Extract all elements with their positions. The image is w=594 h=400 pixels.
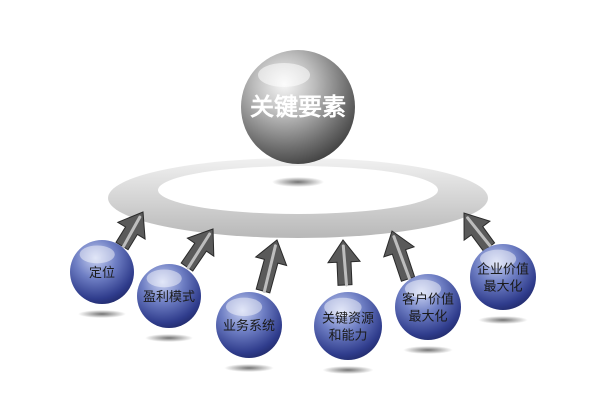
- node-shadow: [145, 334, 193, 342]
- node-circle: [314, 292, 382, 360]
- arrow-up-icon: [383, 230, 416, 282]
- node-label: 和能力: [328, 328, 367, 343]
- node-label: 盈利模式: [143, 290, 195, 305]
- node-label: 关键资源: [322, 311, 374, 326]
- center-sphere-shadow: [272, 177, 324, 187]
- node-gloss: [479, 249, 517, 269]
- node-shadow: [403, 346, 453, 354]
- node-gloss: [146, 269, 182, 288]
- node-gloss: [324, 297, 362, 317]
- node-ball: 业务系统: [216, 292, 282, 372]
- node-ball: 定位: [70, 240, 134, 318]
- node-label: 最大化: [483, 279, 522, 294]
- arrow-highlight: [262, 244, 277, 293]
- node-circle: [470, 244, 536, 310]
- node-label: 客户价值: [402, 291, 454, 307]
- arrow-highlight: [121, 215, 142, 249]
- node-shadow: [224, 364, 274, 372]
- node-circle: [395, 274, 461, 340]
- center-sphere: 关键要素: [241, 50, 355, 187]
- node-label: 最大化: [408, 309, 447, 324]
- node-label: 定位: [89, 266, 115, 281]
- node-circle: [70, 240, 134, 304]
- ring-platform: [108, 158, 488, 238]
- node-shadow: [322, 366, 374, 374]
- node-circle: [216, 292, 282, 358]
- node-label: 企业价值: [477, 261, 529, 277]
- node-gloss: [404, 279, 442, 299]
- arrows-group: [115, 211, 496, 294]
- arrow-highlight: [466, 216, 492, 248]
- node-ball: 盈利模式: [137, 264, 201, 342]
- nodes-group: 定位盈利模式业务系统关键资源和能力客户价值最大化企业价值最大化: [70, 240, 536, 374]
- node-shadow: [78, 310, 126, 318]
- arrow-highlight: [392, 235, 411, 280]
- center-label: 关键要素: [250, 93, 346, 121]
- node-gloss: [225, 297, 263, 317]
- node-label: 业务系统: [223, 318, 275, 334]
- node-gloss: [79, 245, 115, 264]
- node-shadow: [478, 316, 528, 324]
- arrow-highlight: [341, 244, 348, 287]
- arrow-highlight: [186, 232, 212, 270]
- node-circle: [137, 264, 201, 328]
